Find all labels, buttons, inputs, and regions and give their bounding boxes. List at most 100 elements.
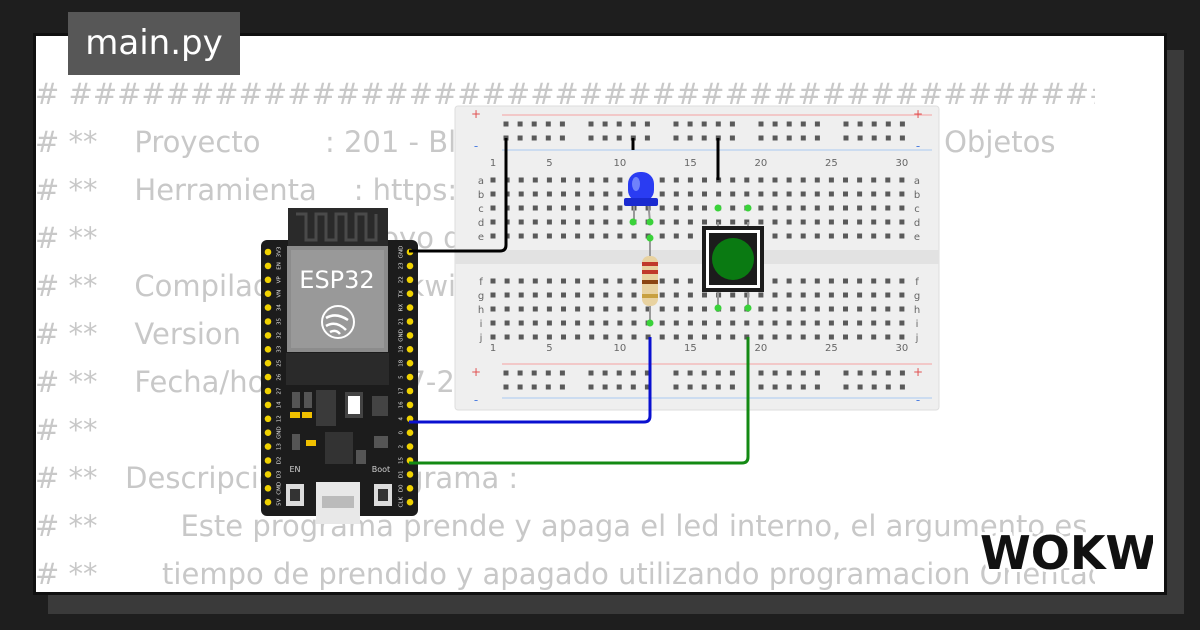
breadboard-hole[interactable] bbox=[546, 306, 552, 312]
rail-hole[interactable] bbox=[857, 370, 863, 376]
esp32-pin[interactable] bbox=[264, 346, 272, 353]
breadboard-hole[interactable] bbox=[575, 334, 581, 340]
breadboard-hole[interactable] bbox=[871, 306, 877, 312]
breadboard-hole[interactable] bbox=[702, 219, 707, 225]
breadboard-hole[interactable] bbox=[673, 191, 679, 197]
breadboard-hole[interactable] bbox=[758, 219, 764, 225]
breadboard-hole[interactable] bbox=[730, 292, 736, 298]
rail-hole[interactable] bbox=[843, 121, 849, 127]
breadboard-hole[interactable] bbox=[828, 177, 834, 183]
rail-hole[interactable] bbox=[503, 121, 509, 127]
breadboard-hole[interactable] bbox=[772, 219, 778, 225]
breadboard-hole[interactable] bbox=[617, 334, 623, 340]
filename-tab[interactable]: main.py bbox=[68, 12, 240, 75]
esp32-pin[interactable] bbox=[406, 443, 414, 450]
breadboard-hole[interactable] bbox=[687, 205, 693, 211]
breadboard-hole[interactable] bbox=[518, 292, 524, 298]
breadboard-hole[interactable] bbox=[786, 334, 792, 340]
breadboard-hole[interactable] bbox=[617, 219, 623, 225]
breadboard-hole[interactable] bbox=[617, 191, 623, 197]
breadboard-hole[interactable] bbox=[758, 292, 764, 298]
esp32-pin[interactable] bbox=[264, 429, 272, 437]
breadboard-hole[interactable] bbox=[899, 233, 905, 239]
breadboard-hole[interactable] bbox=[758, 334, 764, 340]
esp32-pin[interactable] bbox=[264, 387, 272, 395]
breadboard-hole[interactable] bbox=[504, 334, 510, 340]
rail-hole[interactable] bbox=[857, 384, 863, 390]
breadboard-hole[interactable] bbox=[702, 191, 707, 197]
breadboard-hole[interactable] bbox=[871, 177, 877, 183]
esp32-pin[interactable] bbox=[264, 332, 272, 339]
rail-hole[interactable] bbox=[871, 135, 877, 141]
breadboard-hole[interactable] bbox=[687, 334, 693, 340]
esp32-pin[interactable] bbox=[406, 332, 414, 339]
breadboard-hole[interactable] bbox=[673, 233, 679, 239]
breadboard-hole[interactable] bbox=[828, 219, 834, 225]
rail-hole[interactable] bbox=[701, 121, 707, 127]
rail-hole[interactable] bbox=[630, 121, 636, 127]
esp32-pin[interactable] bbox=[406, 498, 414, 506]
rail-hole[interactable] bbox=[673, 370, 679, 376]
breadboard-hole[interactable] bbox=[561, 177, 566, 183]
breadboard-hole[interactable] bbox=[617, 177, 623, 183]
esp32-pin[interactable] bbox=[406, 346, 414, 353]
breadboard-hole[interactable] bbox=[786, 292, 792, 298]
rail-hole[interactable] bbox=[616, 370, 622, 376]
rail-hole[interactable] bbox=[559, 135, 565, 141]
rail-hole[interactable] bbox=[885, 135, 891, 141]
rail-hole[interactable] bbox=[517, 121, 523, 127]
breadboard-hole[interactable] bbox=[687, 320, 693, 326]
breadboard-hole[interactable] bbox=[518, 320, 524, 326]
breadboard-hole[interactable] bbox=[617, 278, 623, 284]
breadboard-hole[interactable] bbox=[899, 320, 905, 326]
breadboard-hole[interactable] bbox=[702, 334, 707, 340]
rail-hole[interactable] bbox=[644, 135, 650, 141]
breadboard-hole[interactable] bbox=[843, 320, 848, 326]
rail-hole[interactable] bbox=[545, 135, 551, 141]
breadboard-hole[interactable] bbox=[772, 292, 778, 298]
breadboard-hole[interactable] bbox=[800, 205, 806, 211]
breadboard-hole[interactable] bbox=[532, 233, 538, 239]
breadboard-hole[interactable] bbox=[857, 320, 863, 326]
breadboard-hole[interactable] bbox=[561, 205, 566, 211]
breadboard-hole[interactable] bbox=[532, 306, 538, 312]
breadboard-hole[interactable] bbox=[659, 334, 665, 340]
rail-hole[interactable] bbox=[885, 384, 891, 390]
breadboard-hole[interactable] bbox=[702, 205, 707, 211]
rail-hole[interactable] bbox=[701, 370, 707, 376]
breadboard-hole[interactable] bbox=[603, 320, 609, 326]
rail-hole[interactable] bbox=[800, 384, 806, 390]
breadboard-hole[interactable] bbox=[589, 334, 595, 340]
rail-hole[interactable] bbox=[871, 384, 877, 390]
rail-hole[interactable] bbox=[800, 121, 806, 127]
breadboard-hole[interactable] bbox=[575, 292, 581, 298]
esp32-pin[interactable] bbox=[406, 304, 414, 311]
breadboard-hole[interactable] bbox=[814, 205, 820, 211]
rail-hole[interactable] bbox=[899, 135, 905, 141]
breadboard-hole[interactable] bbox=[589, 306, 595, 312]
breadboard-hole[interactable] bbox=[843, 233, 848, 239]
breadboard-hole[interactable] bbox=[532, 191, 538, 197]
breadboard-hole[interactable] bbox=[575, 205, 581, 211]
breadboard-hole[interactable] bbox=[899, 306, 905, 312]
breadboard-hole[interactable] bbox=[589, 191, 595, 197]
breadboard-hole[interactable] bbox=[532, 292, 538, 298]
rail-hole[interactable] bbox=[644, 370, 650, 376]
rail-hole[interactable] bbox=[814, 370, 820, 376]
breadboard-hole[interactable] bbox=[772, 205, 778, 211]
breadboard-hole[interactable] bbox=[561, 306, 566, 312]
breadboard-hole[interactable] bbox=[772, 278, 778, 284]
rail-hole[interactable] bbox=[857, 121, 863, 127]
breadboard-hole[interactable] bbox=[800, 334, 806, 340]
breadboard-hole[interactable] bbox=[800, 233, 806, 239]
rail-hole[interactable] bbox=[588, 121, 594, 127]
breadboard-hole[interactable] bbox=[899, 278, 905, 284]
breadboard-hole[interactable] bbox=[518, 205, 524, 211]
breadboard-hole[interactable] bbox=[561, 292, 566, 298]
rail-hole[interactable] bbox=[559, 384, 565, 390]
breadboard-hole[interactable] bbox=[843, 306, 848, 312]
breadboard-hole[interactable] bbox=[490, 320, 496, 326]
rail-hole[interactable] bbox=[517, 384, 523, 390]
breadboard-hole[interactable] bbox=[687, 233, 693, 239]
rail-hole[interactable] bbox=[715, 370, 721, 376]
